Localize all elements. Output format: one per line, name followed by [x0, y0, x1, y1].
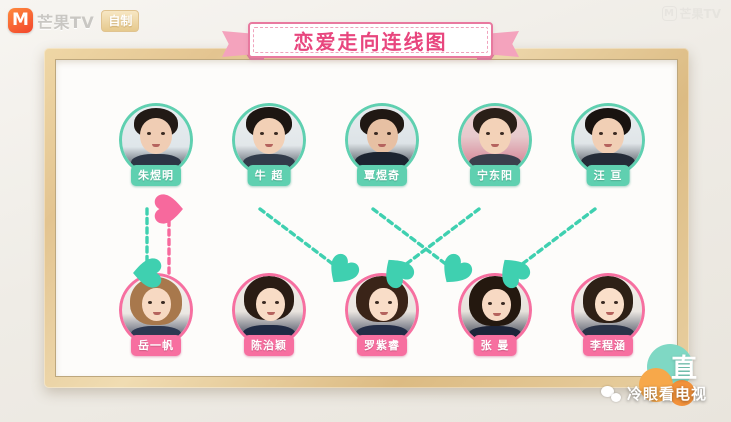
avatar[interactable] — [345, 103, 419, 177]
mango-m-icon: M — [8, 8, 33, 33]
avatar[interactable] — [119, 103, 193, 177]
page-title: 恋爱走向连线图 — [293, 29, 448, 54]
wechat-bubble-large — [600, 385, 614, 397]
person-node-boy-2[interactable]: 牛 超 — [232, 103, 306, 186]
portrait-girl-1 — [122, 276, 190, 344]
person-node-boy-3[interactable]: 覃煜奇 — [345, 103, 419, 186]
person-name-label: 牛 超 — [247, 165, 291, 186]
wechat-bubble-small — [610, 392, 621, 402]
broadcaster-name: 芒果TV — [37, 12, 95, 32]
portrait-boy-2 — [235, 106, 303, 174]
arrow-qinyuqi-to-zhangman — [371, 207, 473, 283]
person-name-label: 朱煜明 — [131, 165, 181, 186]
person-name-label: 罗紫睿 — [357, 335, 407, 356]
broadcaster-logo: M 芒果TV 自制 — [8, 8, 140, 33]
portrait-boy-4 — [461, 106, 529, 174]
person-node-boy-5[interactable]: 汪 亘 — [571, 103, 645, 186]
person-name-label: 陈治颖 — [244, 335, 294, 356]
person-name-label: 李程涵 — [583, 335, 633, 356]
portrait-girl-2 — [235, 276, 303, 344]
corner-broadcaster-name: 芒果TV — [679, 7, 721, 21]
watermark-text: 冷眼看电视 — [626, 385, 707, 403]
title-plate: 恋爱走向连线图 — [248, 22, 493, 58]
sticker-character: 直 — [670, 354, 697, 384]
wooden-board-frame: 朱煜明 牛 超 — [44, 48, 689, 388]
person-node-boy-1[interactable]: 朱煜明 — [119, 103, 193, 186]
person-node-girl-4[interactable]: 张 曼 — [458, 273, 532, 356]
person-node-girl-1[interactable]: 岳一帆 — [119, 273, 193, 356]
corner-mango-m-icon: M — [661, 6, 677, 21]
portrait-boy-3 — [348, 106, 416, 174]
wechat-icon — [600, 385, 621, 402]
chart-title-banner: 恋爱走向连线图 — [222, 18, 519, 62]
original-production-badge: 自制 — [101, 9, 140, 32]
portrait-girl-3 — [348, 276, 416, 344]
arrow-wanggen-to-zhangman — [502, 207, 597, 289]
sticker-orange-circle-small — [669, 380, 695, 406]
person-name-label: 汪 亘 — [586, 165, 630, 186]
arrow-ningdongyang-to-luozirui — [386, 207, 481, 289]
wechat-watermark: 冷眼看电视 — [600, 383, 707, 404]
portrait-boy-5 — [574, 106, 642, 174]
arrow-niuchao-to-luozirui — [258, 207, 360, 283]
person-node-girl-3[interactable]: 罗紫睿 — [345, 273, 419, 356]
person-node-girl-5[interactable]: 李程涵 — [571, 273, 645, 356]
corner-watermark-logo: M 芒果TV — [661, 5, 721, 22]
person-name-label: 覃煜奇 — [357, 165, 407, 186]
person-node-boy-4[interactable]: 宁东阳 — [458, 103, 532, 186]
person-name-label: 宁东阳 — [470, 165, 520, 186]
person-node-girl-2[interactable]: 陈治颖 — [232, 273, 306, 356]
portrait-boy-1 — [122, 106, 190, 174]
decorative-sticker: 直 — [625, 344, 699, 408]
person-name-label: 张 曼 — [473, 335, 517, 356]
portrait-girl-5 — [574, 276, 642, 344]
board-canvas: 朱煜明 牛 超 — [55, 59, 678, 377]
portrait-girl-4 — [461, 276, 529, 344]
sticker-orange-circle-large — [639, 368, 673, 402]
person-name-label: 岳一帆 — [131, 335, 181, 356]
